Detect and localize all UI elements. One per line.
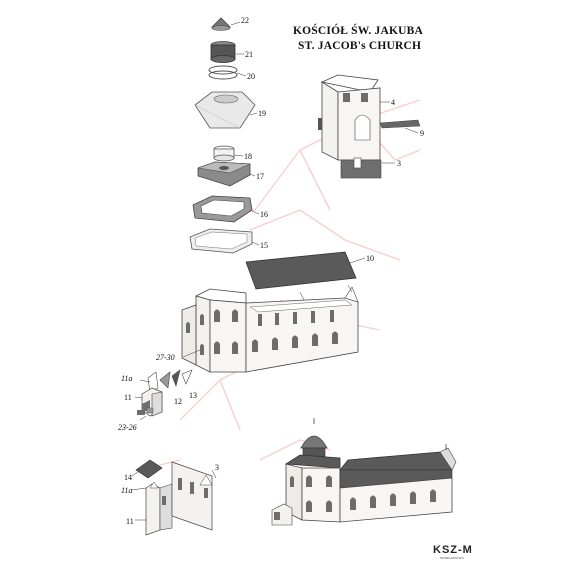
part-18-cylinder <box>213 145 244 162</box>
part-20-rings <box>208 65 247 80</box>
tower-body <box>318 74 421 179</box>
label-3-bottom: 3 <box>215 463 219 472</box>
part-19-roof <box>194 91 258 129</box>
part-21-drum <box>210 41 244 63</box>
part-10-nave-roof <box>245 251 366 290</box>
label-9: 9 <box>420 129 424 138</box>
label-3: 3 <box>397 159 401 168</box>
label-14: 14 <box>124 473 132 482</box>
title-polish: KOŚCIÓŁ ŚW. JAKUBA <box>293 25 424 37</box>
part-22-cap <box>211 17 241 31</box>
label-18: 18 <box>244 152 252 161</box>
label-4: 4 <box>391 98 395 107</box>
part-17-block <box>197 161 256 187</box>
part-15-plate <box>189 228 260 254</box>
bottom-left-parts <box>131 459 217 536</box>
svg-text:KSZ-M: KSZ-M <box>433 544 473 556</box>
label-20: 20 <box>247 72 255 81</box>
church-middle-assembly <box>181 284 359 373</box>
svg-text:MODELARSTWO: MODELARSTWO <box>440 556 465 560</box>
label-10: 10 <box>366 254 374 263</box>
label-15: 15 <box>260 241 268 250</box>
label-11a: 11a <box>121 374 132 383</box>
label-17: 17 <box>256 172 264 181</box>
part-16-frame <box>192 195 260 223</box>
label-27-30: 27-30 <box>156 353 175 362</box>
label-12: 12 <box>174 397 182 406</box>
label-11a-bottom: 11a <box>121 486 132 495</box>
label-23-26: 23-26 <box>118 423 137 432</box>
label-16: 16 <box>260 210 268 219</box>
label-11-bottom: 11 <box>126 517 134 526</box>
label-21: 21 <box>245 50 253 59</box>
label-11: 11 <box>124 393 132 402</box>
label-22: 22 <box>241 16 249 25</box>
label-13: 13 <box>189 391 197 400</box>
label-19: 19 <box>258 109 266 118</box>
title-english: ST. JACOB's CHURCH <box>298 40 422 52</box>
finished-church <box>271 418 457 526</box>
ksm-logo: KSZ-M MODELARSTWO <box>433 544 473 560</box>
small-parts-left <box>134 349 201 421</box>
